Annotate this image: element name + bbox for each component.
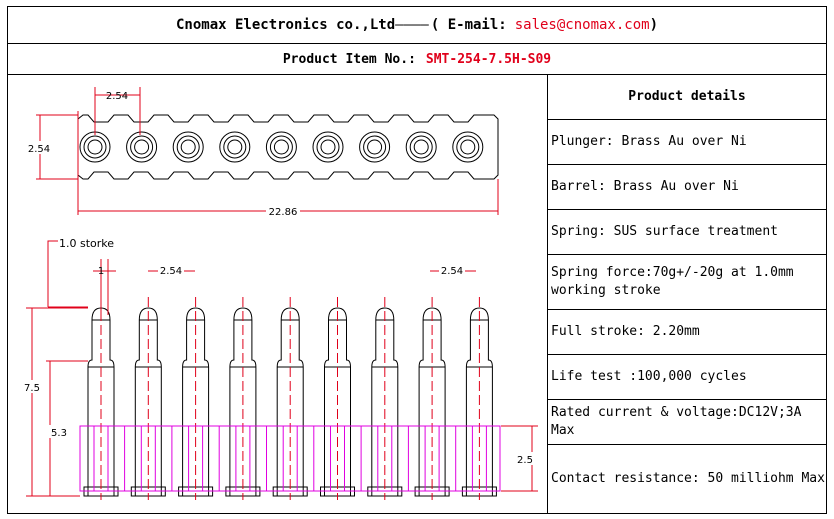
- pin-hole-core: [320, 139, 336, 155]
- pin-plunger: [233, 307, 253, 333]
- pin-hole-core: [273, 139, 289, 155]
- details-title: Product details: [547, 74, 827, 120]
- pin-plunger: [280, 307, 300, 333]
- company-header: Cnomax Electronics co.,Ltd ———— ( E-mail…: [7, 6, 827, 44]
- pogo-pin: [320, 297, 355, 500]
- pogo-pin: [367, 297, 403, 500]
- pin-hole-inner: [176, 135, 200, 159]
- top-view-drawing: 22.86 2.54 2.54: [26, 87, 499, 218]
- email-link[interactable]: sales@cnomax.com: [514, 17, 650, 33]
- product-details-table: Product details Plunger: Brass Au over N…: [547, 74, 827, 514]
- pin-hole-core: [227, 139, 243, 155]
- pin-hole-outer: [359, 131, 391, 163]
- detail-contact-resistance: Contact resistance: 50 milliohm Max: [547, 444, 827, 514]
- dim-pitch-top-label: 2.54: [106, 91, 128, 102]
- product-item-row: Product Item No.: SMT-254-7.5H-S09: [7, 43, 827, 75]
- pin-hole-inner: [223, 135, 247, 159]
- email-label: ( E-mail:: [430, 17, 507, 33]
- pogo-pin: [461, 297, 497, 500]
- pin-plunger: [469, 307, 489, 333]
- pin-hole-outer: [219, 131, 251, 163]
- pin-hole-outer: [312, 131, 344, 163]
- header-dashes: ————: [395, 17, 429, 33]
- pin-hole-inner: [130, 135, 154, 159]
- pin-plunger: [422, 307, 442, 333]
- dim-base-height-label: 2.5: [517, 455, 533, 466]
- pin-plunger: [138, 307, 158, 333]
- dim-stroke-label: 1.0 storke: [59, 237, 114, 250]
- front-view-drawing: 7.5 5.3 2.5 1.0 storke 1 2.54 2.54: [22, 237, 538, 500]
- detail-rated-current: Rated current & voltage:DC12V;3A Max: [547, 399, 827, 445]
- pin-hole-inner: [456, 135, 480, 159]
- pin-hole-inner: [363, 135, 387, 159]
- detail-spring-force: Spring force:70g+/-20g at 1.0mm working …: [547, 254, 827, 310]
- pogo-pin: [225, 297, 261, 500]
- pin-hole-outer: [172, 131, 204, 163]
- company-name: Cnomax Electronics co.,Ltd: [175, 17, 396, 33]
- pin-hole-core: [180, 139, 196, 155]
- detail-plunger: Plunger: Brass Au over Ni: [547, 119, 827, 165]
- pin-hole-outer: [126, 131, 158, 163]
- pin-plunger: [375, 307, 395, 333]
- detail-life-test: Life test :100,000 cycles: [547, 354, 827, 400]
- detail-spring: Spring: SUS surface treatment: [547, 209, 827, 255]
- pin-hole-inner: [269, 135, 293, 159]
- pin-hole-core: [460, 139, 476, 155]
- pogo-pin: [414, 297, 450, 500]
- pin-hole-core: [367, 139, 383, 155]
- pin-hole-inner: [409, 135, 433, 159]
- technical-drawing: 22.86 2.54 2.54 7.5 5.3 2.5 1.0 storke: [22, 87, 538, 500]
- dim-pitch-left-label: 2.54: [160, 266, 182, 277]
- dim-length-label: 22.86: [269, 207, 298, 218]
- dim-one-label: 1: [98, 266, 104, 277]
- pin-hole-core: [134, 139, 150, 155]
- pogo-pin: [83, 297, 119, 500]
- dim-body-height-label: 5.3: [51, 428, 67, 439]
- pin-hole-core: [413, 139, 429, 155]
- dim-pitch-right-label: 2.54: [441, 266, 463, 277]
- pin-hole-inner: [316, 135, 340, 159]
- pin-plunger: [328, 307, 347, 333]
- detail-full-stroke: Full stroke: 2.20mm: [547, 309, 827, 355]
- product-item-number: SMT-254-7.5H-S09: [425, 51, 552, 67]
- dim-height-top-label: 2.54: [28, 144, 50, 155]
- detail-barrel: Barrel: Brass Au over Ni: [547, 164, 827, 210]
- pin-hole-inner: [83, 135, 107, 159]
- pin-hole-core: [87, 139, 103, 155]
- pogo-pin: [272, 297, 308, 500]
- product-item-label: Product Item No.:: [282, 51, 416, 67]
- dim-total-height-label: 7.5: [24, 383, 40, 394]
- pogo-pin: [130, 297, 166, 500]
- pin-hole-outer: [452, 131, 484, 163]
- header-close: ): [649, 17, 659, 33]
- pin-plunger: [186, 307, 206, 333]
- pogo-pin: [178, 297, 214, 500]
- pin-hole-outer: [405, 131, 437, 163]
- pin-hole-outer: [265, 131, 297, 163]
